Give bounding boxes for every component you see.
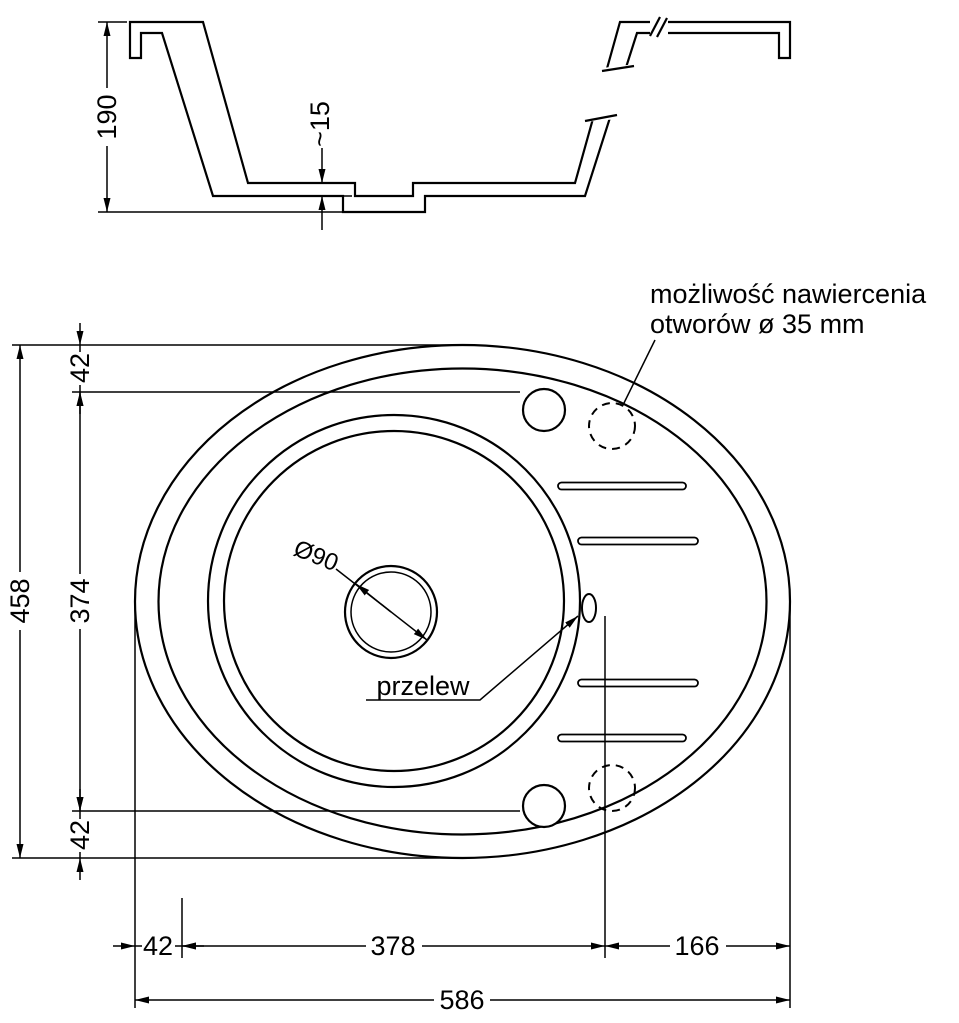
dim-label-378: 378 [370, 931, 415, 961]
sink-inner-rim-outline [157, 367, 768, 836]
drainer-groove-2 [577, 536, 699, 546]
annotation-leader-line [622, 339, 656, 406]
wall-break-gap [584, 64, 636, 122]
dim-label-42-left: 42 [143, 931, 173, 961]
drainer-groove-1 [557, 481, 687, 491]
top-plan-view: możliwość nawiercenia otworów ø 35 mm pr… [133, 279, 927, 860]
wall-break-edge-bottom [584, 113, 618, 123]
optional-drill-hole-top [588, 402, 636, 450]
optional-drill-hole-bottom [588, 764, 636, 812]
dim-label-458: 458 [5, 578, 35, 623]
dim-label-bg-458 [6, 572, 34, 630]
dim-label-bg-42-bottom [68, 819, 92, 852]
wall-break-edge-top [601, 64, 635, 73]
dim-label-bg-378 [366, 932, 422, 959]
dim-label-42-bottom: 42 [65, 820, 95, 850]
dim-label-42-top: 42 [65, 353, 95, 383]
dim-label-bg-166 [670, 932, 726, 959]
dim-label-recess-depth: ~15 [305, 101, 335, 147]
faucet-hole-top [521, 387, 567, 433]
drainer-groove-3 [577, 678, 699, 688]
overflow-label: przelew [376, 671, 470, 701]
dim-label-bg-374 [68, 574, 92, 629]
overflow-hole [581, 593, 597, 623]
sink-cross-section-outline [128, 20, 792, 214]
drainer-groove-4 [557, 733, 687, 743]
dim-label-166: 166 [674, 931, 719, 961]
side-section-view: 190 ~15 [92, 16, 792, 230]
faucet-hole-bottom [521, 783, 567, 829]
rim-break-edge-left [649, 16, 661, 37]
overflow-leader-line [366, 615, 579, 701]
annotation-line2: otworów ø 35 mm [650, 309, 865, 339]
dim-label-374: 374 [65, 578, 95, 623]
dim-label-586: 586 [439, 985, 484, 1015]
dimension-annotations: 458 42 374 42 42 378 166 586 [5, 323, 791, 1015]
dim-label-190: 190 [92, 94, 122, 139]
bowl-inner-circle [222, 429, 566, 773]
dim-arrow-drain-near [355, 583, 392, 613]
annotation-line1: możliwość nawiercenia [650, 279, 927, 309]
dim-label-bg-42-left [142, 933, 175, 960]
dim-label-bg-586 [434, 986, 490, 1013]
dim-label-bg-190 [94, 88, 120, 146]
dim-label-bg-42-top [68, 352, 92, 385]
rim-break-edge-right [656, 17, 668, 38]
rim-break-gap [650, 17, 668, 37]
drain-hole-inner [350, 571, 432, 653]
